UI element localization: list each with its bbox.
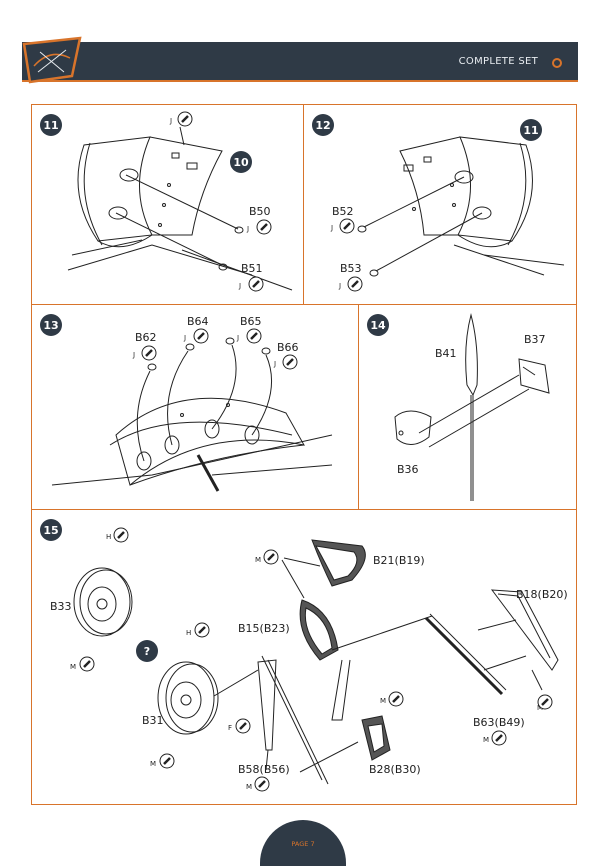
part-label-b51: B51: [241, 262, 263, 275]
glue-tool-label: J: [274, 360, 277, 368]
set-title: COMPLETE SET: [458, 56, 538, 67]
glue-drop-icon: [256, 219, 272, 235]
glue-tool-label: J: [170, 117, 173, 125]
glue-tool-label: M: [380, 697, 387, 705]
part-label-b36: B36: [397, 463, 419, 476]
part-label-b33: B33: [50, 600, 72, 613]
step-number-badge: 13: [40, 314, 62, 336]
part-label-b18: B18(B20): [516, 588, 568, 601]
reference-step-badge: 11: [520, 119, 542, 141]
part-label-b31: B31: [142, 714, 164, 727]
part-label-b65: B65: [240, 315, 262, 328]
glue-drop-icon: [248, 276, 264, 292]
step-12-panel: 12 11 B52 J B53 J: [303, 104, 577, 305]
glue-tool-label: J: [331, 224, 334, 232]
step-15-panel: 15 ?: [31, 509, 577, 805]
strut-drawing: [394, 313, 550, 501]
step-13-panel: 13 B62 J B64 J B65 J: [31, 304, 359, 510]
glue-drop-icon: [537, 694, 553, 710]
glue-drop-icon: [388, 691, 404, 707]
glue-tool-label: J: [237, 334, 240, 342]
glue-drop-icon: [282, 354, 298, 370]
glue-tool-label: M: [246, 783, 253, 791]
glue-drop-icon: [159, 753, 175, 769]
fuselage-drawing: [67, 126, 293, 291]
reference-step-badge: 10: [230, 151, 252, 173]
page-tab: PAGE 7: [260, 820, 346, 866]
glue-drop-icon: [193, 328, 209, 344]
glue-tool-label: H: [106, 533, 112, 541]
glue-drop-icon: [194, 622, 210, 638]
brand-logo: [22, 36, 82, 84]
header-bar: COMPLETE SET: [22, 42, 578, 82]
step-11-panel: 11 10 J B50 J B51 J: [31, 104, 304, 305]
page-number: PAGE 7: [291, 840, 315, 848]
part-label-b52: B52: [332, 205, 354, 218]
part-label-b53: B53: [340, 262, 362, 275]
step-number-badge: 11: [40, 114, 62, 136]
glue-tool-label: M: [255, 556, 262, 564]
glue-drop-icon: [339, 218, 355, 234]
glue-drop-icon: [177, 111, 193, 127]
glue-drop-icon: [263, 549, 279, 565]
landing-gear-drawing: [73, 539, 559, 785]
part-label-b50: B50: [249, 205, 271, 218]
part-label-b63: B63(B49): [473, 716, 525, 729]
part-label-b21: B21(B19): [373, 554, 425, 567]
glue-tool-label: J: [239, 282, 242, 290]
question-mark-badge: ?: [136, 640, 158, 662]
part-label-b66: B66: [277, 341, 299, 354]
glue-tool-label: M: [483, 736, 490, 744]
part-label-b15: B15(B23): [238, 622, 290, 635]
part-label-b28: B28(B30): [369, 763, 421, 776]
glue-drop-icon: [113, 527, 129, 543]
step-number-badge: 15: [40, 519, 62, 541]
glue-drop-icon: [79, 656, 95, 672]
step-14-panel: 14 B41 B37 B36: [358, 304, 577, 510]
glue-drop-icon: [235, 718, 251, 734]
glue-tool-label: J: [339, 282, 342, 290]
fuselage-drawing: [357, 136, 565, 277]
step-number-badge: 14: [367, 314, 389, 336]
glue-tool-label: F: [228, 724, 233, 732]
glue-tool-label: J: [133, 351, 136, 359]
part-label-b41: B41: [435, 347, 457, 360]
part-label-b58: B58(B56): [238, 763, 290, 776]
part-label-b37: B37: [524, 333, 546, 346]
glue-drop-icon: [347, 276, 363, 292]
glue-tool-label: M: [150, 760, 157, 768]
glue-drop-icon: [491, 730, 507, 746]
part-label-b64: B64: [187, 315, 209, 328]
glue-tool-label: M: [70, 663, 77, 671]
fuselage-drawing: [51, 337, 333, 492]
step-number-badge: 12: [312, 114, 334, 136]
glue-tool-label: H: [186, 629, 192, 637]
glue-tool-label: M: [537, 704, 544, 712]
glue-drop-icon: [246, 328, 262, 344]
glue-drop-icon: [254, 776, 270, 792]
header-circle-icon: [552, 58, 562, 68]
glue-drop-icon: [141, 345, 157, 361]
glue-tool-label: J: [247, 225, 250, 233]
part-label-b62: B62: [135, 331, 157, 344]
glue-tool-label: J: [184, 334, 187, 342]
